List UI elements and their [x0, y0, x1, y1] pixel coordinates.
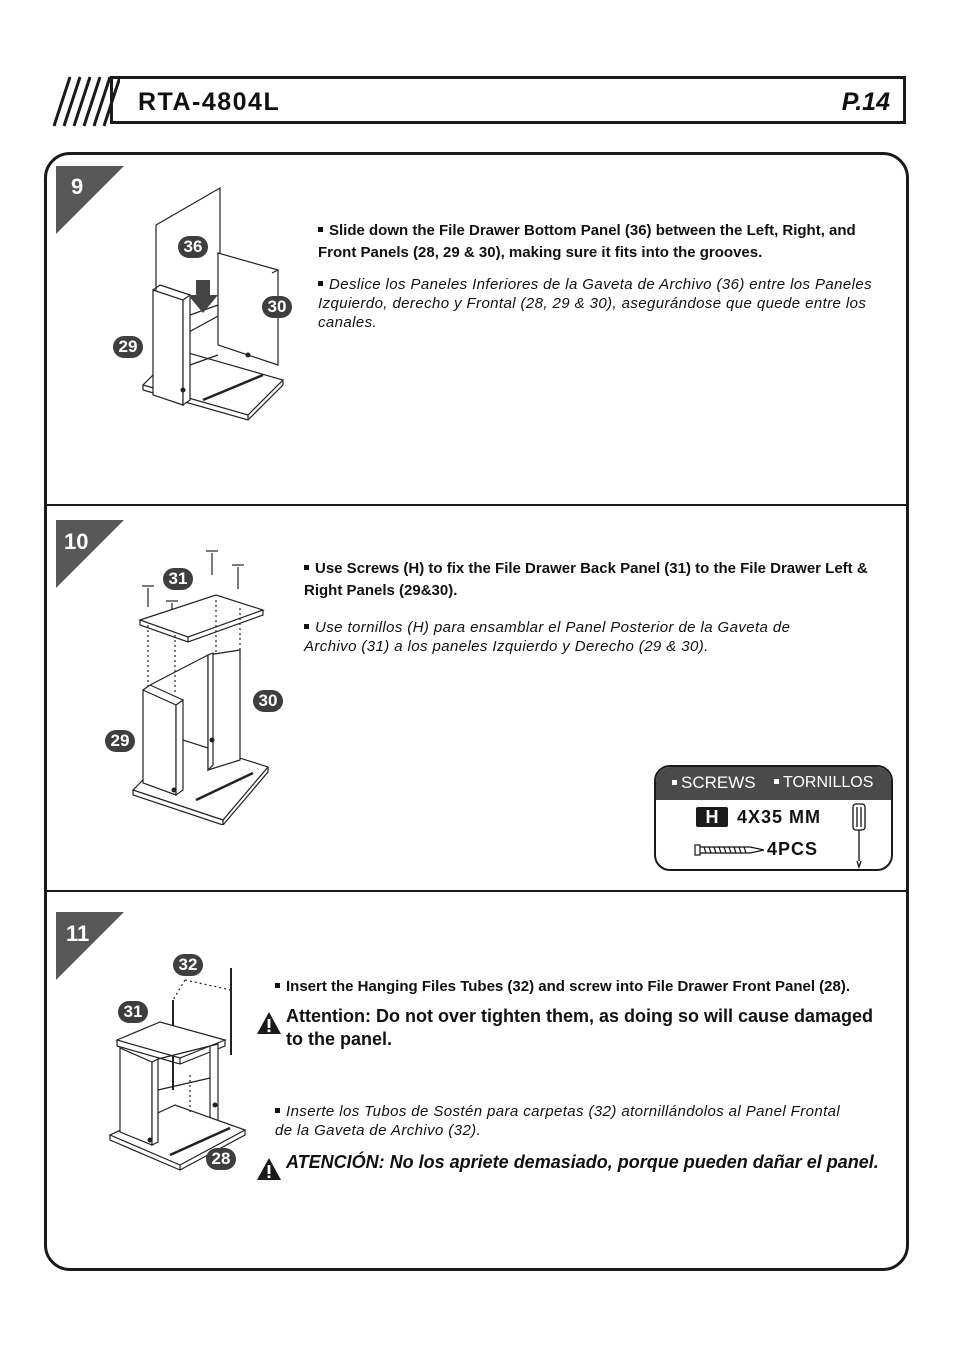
- bullet: [304, 623, 309, 629]
- model-title: RTA-4804L: [138, 88, 281, 116]
- screwdriver-icon: [852, 803, 866, 869]
- screw-code-badge: H: [696, 807, 728, 827]
- warning-icon: [257, 1012, 281, 1034]
- step9-text-en: Slide down the File Drawer Bottom Panel …: [318, 222, 856, 261]
- step9-text-es: Deslice los Paneles Inferiores de la Gav…: [318, 276, 873, 331]
- step10-text-en: Use Screws (H) to fix the File Drawer Ba…: [304, 560, 868, 599]
- screw-quantity: 4PCS: [767, 839, 819, 859]
- page-number: P.14: [841, 88, 890, 116]
- step10-illustration: [131, 550, 270, 825]
- step-badge: [56, 520, 124, 588]
- step-badge: [56, 912, 124, 980]
- screws-box: SCREWS TORNILLOS H 4X35 MM 4PCS: [654, 765, 893, 871]
- screws-header: SCREWS TORNILLOS: [656, 767, 891, 800]
- callout-32: 32: [173, 954, 203, 976]
- callout-29: 29: [105, 730, 135, 752]
- step-number: 10: [64, 529, 89, 554]
- callout-31: 31: [118, 1001, 148, 1023]
- bullet: [275, 982, 280, 988]
- header-frame: [110, 76, 906, 124]
- header-stripes: [52, 76, 120, 127]
- step11-text-es: Inserte los Tubos de Sostén para carpeta…: [275, 1103, 841, 1139]
- callout-30: 30: [262, 296, 292, 318]
- callout-31: 31: [163, 568, 193, 590]
- callout-29: 29: [113, 336, 143, 358]
- divider: [46, 890, 908, 892]
- bullet: [318, 226, 323, 232]
- bullet: [275, 1107, 280, 1113]
- warning-text-es: ATENCIÓN: No los apriete demasiado, porq…: [286, 1152, 879, 1172]
- screw-size: 4X35 MM: [737, 807, 822, 827]
- step10-text-es: Use tornillos (H) para ensamblar el Pane…: [304, 619, 791, 655]
- step11-illustration: [108, 968, 247, 1171]
- screws-label-es: TORNILLOS: [783, 774, 874, 791]
- step11-text-en: Insert the Hanging Files Tubes (32) and …: [275, 976, 900, 998]
- step-badge: [56, 166, 124, 234]
- step-number: 11: [66, 921, 90, 946]
- instructions-frame: [44, 152, 909, 1271]
- divider: [46, 504, 908, 506]
- warning-icon: [257, 1158, 281, 1180]
- step-number: 9: [71, 174, 84, 199]
- callout-30: 30: [253, 690, 283, 712]
- screws-label-en: SCREWS: [681, 773, 756, 792]
- callout-28: 28: [206, 1148, 236, 1170]
- bullet: [304, 564, 309, 570]
- callout-36: 36: [178, 236, 208, 258]
- screw-icon: [694, 844, 765, 856]
- step9-illustration: [141, 186, 285, 421]
- warning-text-en: Attention: Do not over tighten them, as …: [286, 1006, 874, 1049]
- bullet: [318, 280, 323, 286]
